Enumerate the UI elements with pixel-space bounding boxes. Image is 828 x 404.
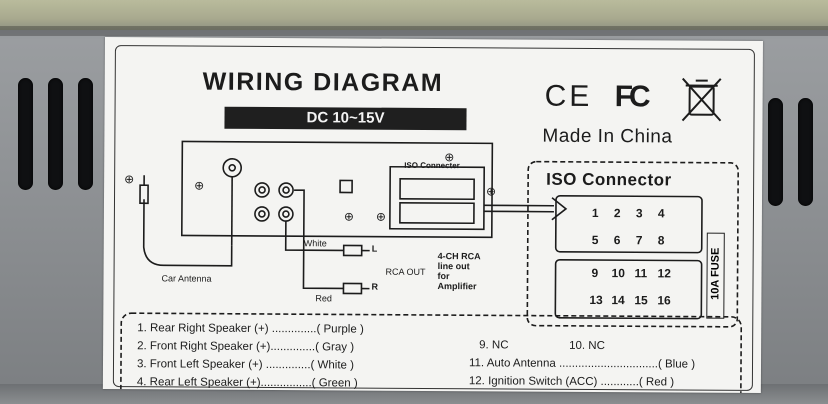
rca-out-label: RCA OUT — [385, 266, 426, 277]
left-channel-label: L — [371, 243, 378, 254]
legend-line: 11. Auto Antenna .......................… — [468, 357, 696, 371]
fuse-box: 10A FUSE — [706, 232, 725, 319]
pin-label: 9 — [591, 265, 599, 281]
chassis-top-shadow — [0, 26, 828, 36]
vent-slot — [18, 78, 33, 190]
rca-note-line: Amplifier — [437, 281, 477, 292]
vent-slot — [768, 98, 783, 206]
wiring-label: WIRING DIAGRAM DC 10~15V CE FC Made In C… — [102, 37, 763, 394]
pin-label: 13 — [589, 292, 603, 308]
svg-text:⊕: ⊕ — [444, 150, 454, 164]
pin-label: 3 — [635, 206, 643, 221]
svg-text:⊕: ⊕ — [344, 209, 354, 223]
fuse-label: 10A FUSE — [709, 247, 722, 300]
rca-note-line: line out — [437, 261, 470, 272]
svg-text:⊕: ⊕ — [376, 210, 386, 224]
chassis-top-edge — [0, 0, 828, 30]
legend-line: 12. Ignition Switch (ACC) ............( … — [468, 375, 675, 389]
iso-connector-title: ISO Connector — [546, 169, 672, 190]
svg-text:⊕: ⊕ — [124, 172, 134, 186]
pin-label: 16 — [657, 293, 671, 308]
weee-bin-icon — [681, 77, 722, 122]
pin-label: 4 — [657, 206, 665, 221]
legend-line: 9. NC — [479, 339, 509, 352]
pin-label: 10 — [611, 266, 625, 281]
pin-label: 6 — [613, 233, 621, 248]
wiring-drawing: ⊕ ⊕ ⊕ ⊕ ⊕ ⊕ — [120, 140, 743, 394]
pin-label: 1 — [591, 205, 599, 221]
right-channel-label: R — [371, 281, 379, 292]
pin-label: 5 — [591, 232, 599, 248]
legend-line: 2. Front Right Speaker (+)..............… — [137, 340, 355, 354]
pin-label: 11 — [634, 266, 648, 281]
svg-text:⊕: ⊕ — [486, 184, 496, 198]
pin-label: 8 — [657, 233, 665, 248]
rca-note-line: for — [437, 271, 450, 282]
legend-line: 10. NC — [569, 339, 605, 353]
pin-label: 12 — [657, 266, 671, 281]
legend-line: 4. Rear Left Speaker (+)................… — [136, 376, 358, 390]
white-wire-label: White — [303, 238, 327, 249]
legend-line: 1. Rear Right Speaker (+) ..............… — [137, 322, 364, 336]
pin-label: 15 — [634, 293, 648, 308]
svg-text:⊕: ⊕ — [194, 179, 204, 193]
pin-label: 7 — [635, 233, 643, 248]
vent-slot — [798, 98, 813, 206]
pin-label: 14 — [611, 293, 625, 308]
legend-line: 3. Front Left Speaker (+) ..............… — [136, 358, 355, 372]
red-wire-label: Red — [315, 293, 332, 304]
vent-slot — [48, 78, 63, 190]
iso-connecter-label: ISO Connecter — [404, 160, 460, 171]
car-antenna-label: Car Antenna — [161, 273, 212, 284]
vent-slot — [78, 78, 93, 190]
rca-note-line: 4-CH RCA — [437, 251, 481, 262]
pin-label: 2 — [613, 206, 621, 221]
